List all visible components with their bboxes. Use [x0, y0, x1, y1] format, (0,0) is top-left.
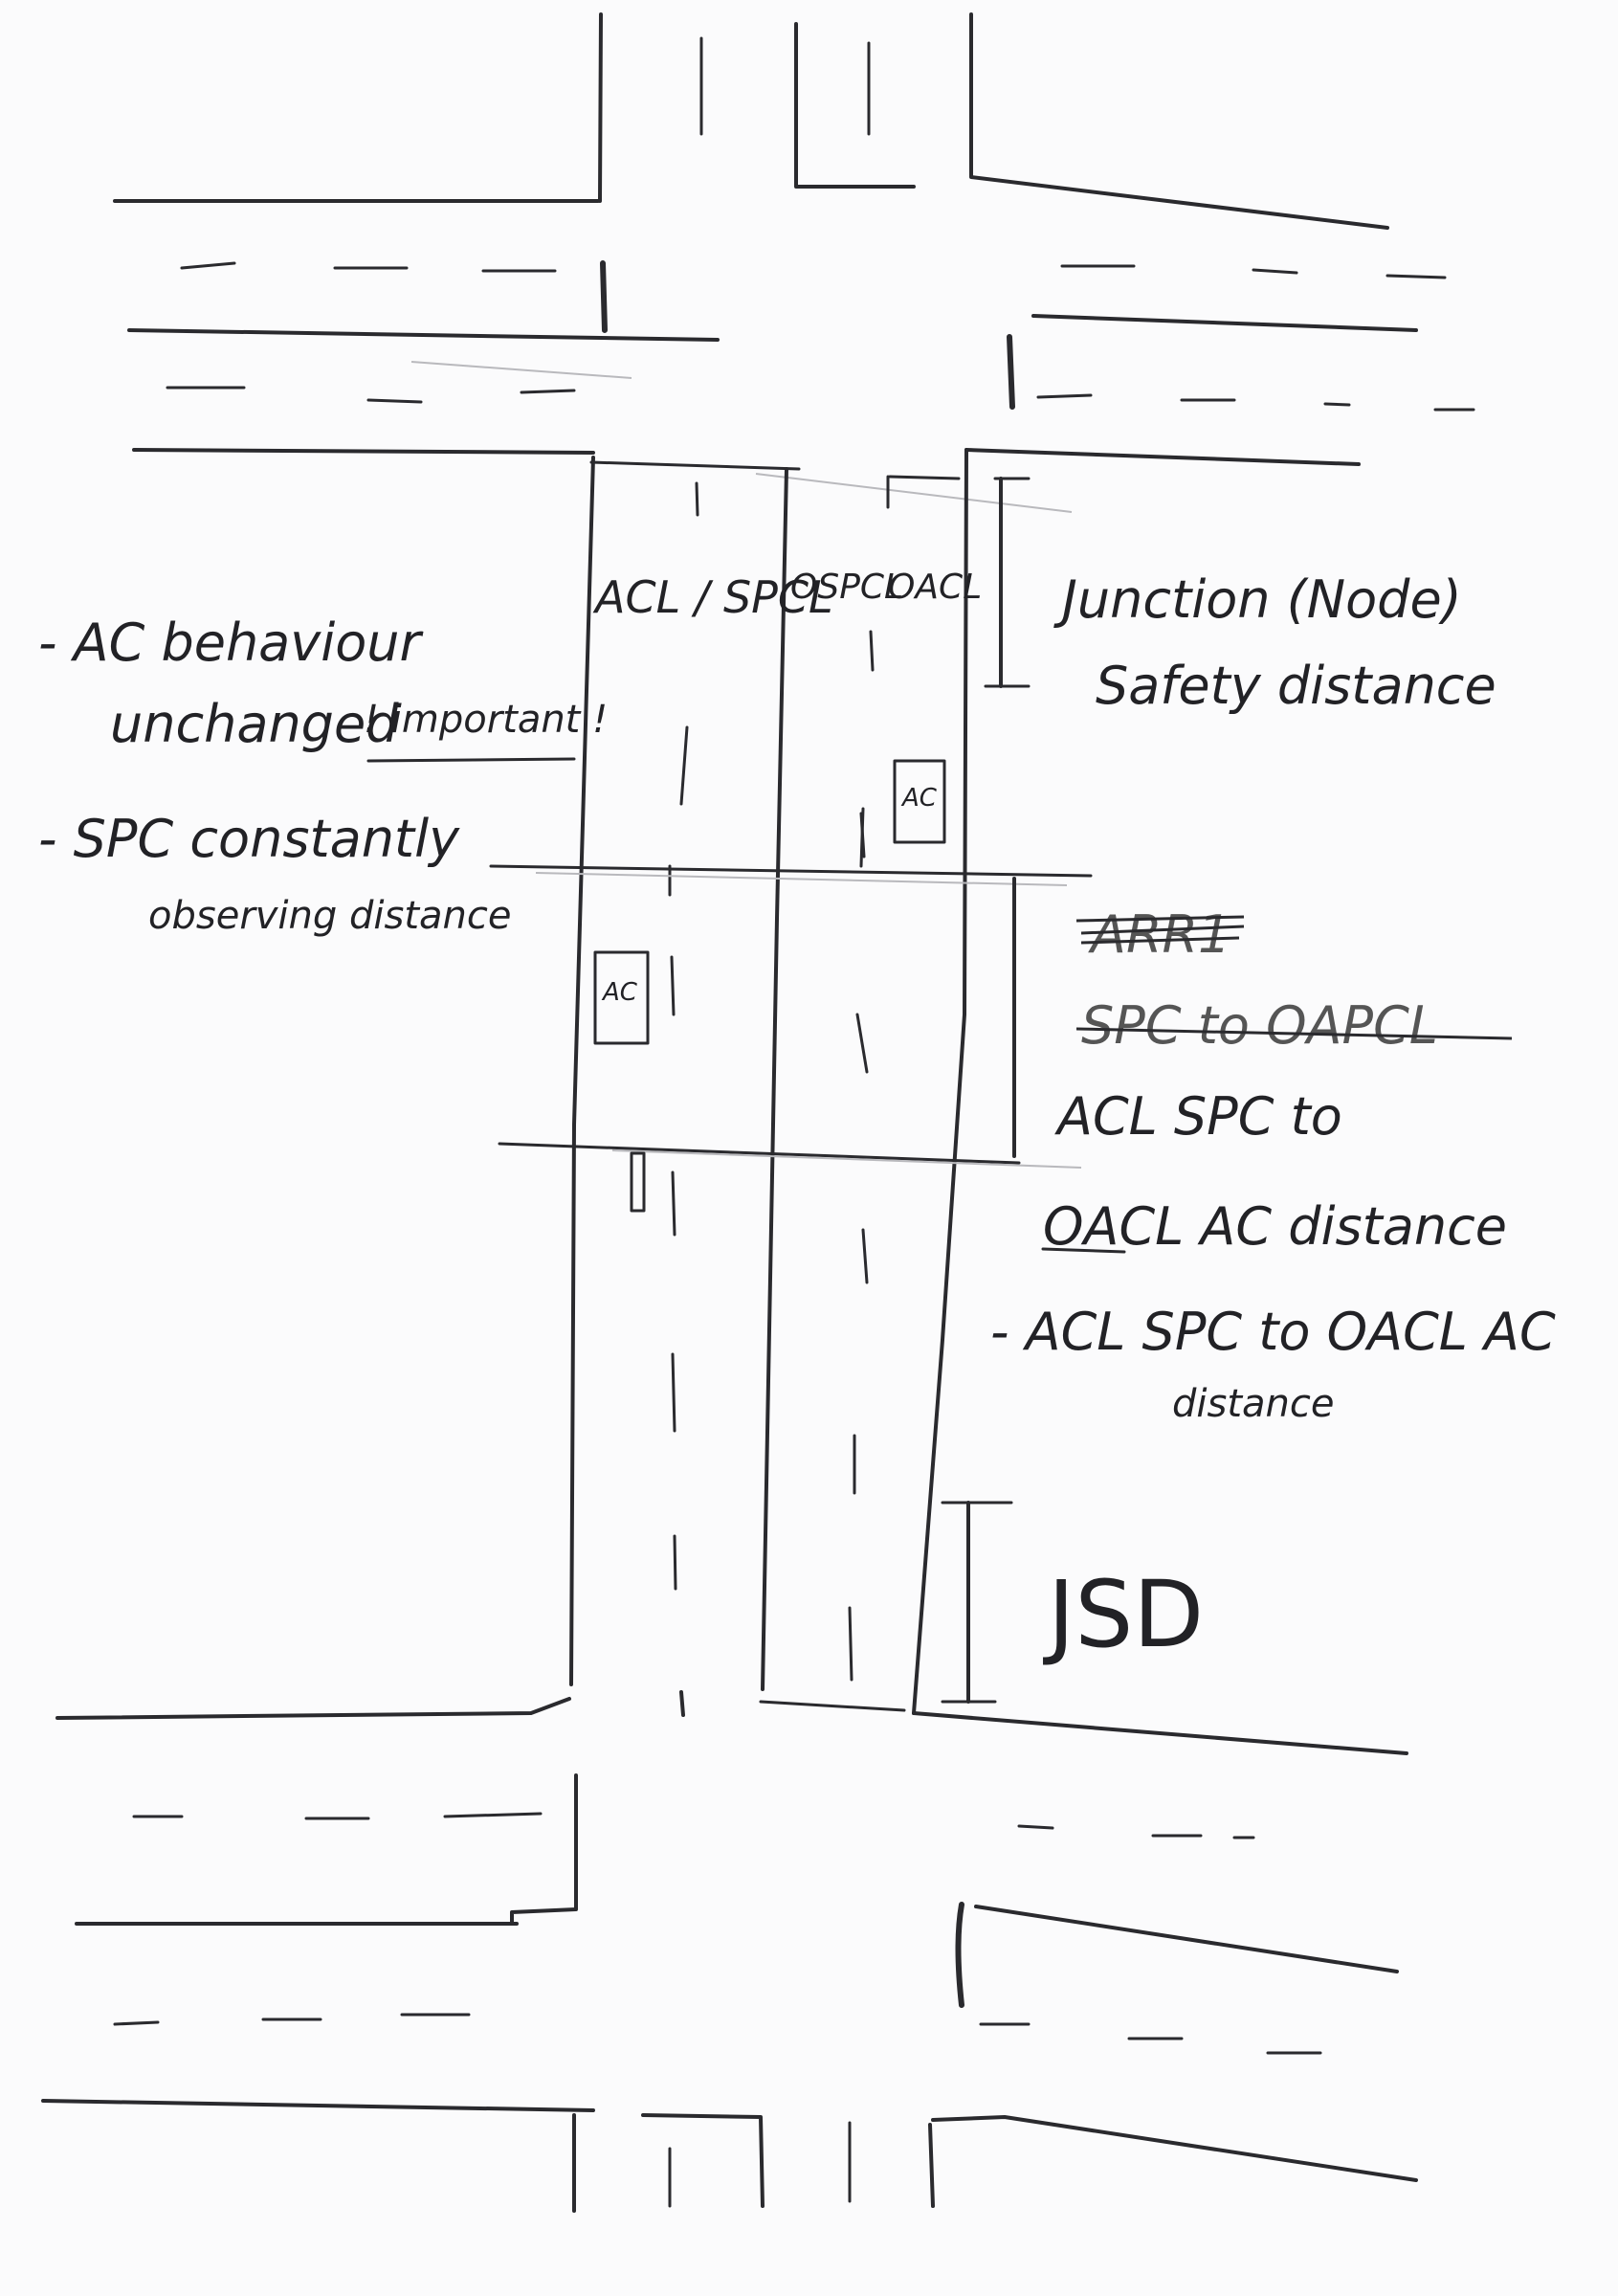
bottom-road-middle-edge: [643, 2115, 763, 2206]
bottom-horizontal-top-edge-right: [914, 1713, 1407, 1753]
acl-top-edge: [591, 462, 799, 469]
top-lane-dash: [521, 390, 574, 392]
jsd-bracket: [942, 1503, 1011, 1702]
bottom-road-right-edge: [930, 2125, 933, 2206]
spc-vehicle-box: [632, 1153, 644, 1211]
jsd-label: JSD: [1043, 1561, 1204, 1668]
road-left-edge: [571, 457, 593, 1684]
faint-guide: [411, 362, 632, 378]
crossed-out-spc-to-oapcl: SPC to OAPCL: [1081, 995, 1438, 1056]
top-lane-dash: [1038, 395, 1091, 397]
top-horizontal-middle-edge-left: [129, 330, 718, 340]
top-horizontal-middle-edge-right: [1033, 316, 1416, 330]
note-spc-constantly: - SPC constantly: [38, 809, 460, 869]
top-junction: [115, 14, 1474, 512]
bottom-horizontal-top-edge-left: [57, 1699, 569, 1718]
bottom-left-corner: [512, 1775, 576, 1924]
note-unchanged: unchanged: [110, 694, 399, 754]
bottom-horizontal-bottom-edge-right: [933, 2117, 1416, 2180]
lane-dash: [857, 1014, 867, 1072]
note-acl-spc-to-oacl-ac: - ACL SPC to OACL AC: [990, 1302, 1556, 1362]
traffic-light-marker: [959, 1905, 963, 2005]
top-horizontal-bottom-edge-right: [966, 450, 1359, 464]
lane-dash: [871, 632, 873, 670]
lane-dash: [672, 957, 674, 1014]
lane-dash: [863, 1230, 867, 1282]
note-junction-node: Junction (Node): [1053, 569, 1462, 630]
bottom-horizontal-bottom-edge-left: [43, 2101, 593, 2110]
bottom-horizontal-middle-edge-right: [976, 1906, 1397, 1972]
top-road-middle-edge: [796, 24, 914, 187]
lane-dash: [675, 1536, 676, 1589]
oacl-vehicle: AC: [861, 761, 944, 866]
top-horizontal-bottom-edge-left: [134, 450, 593, 453]
traffic-light-marker: [603, 263, 605, 330]
top-road-right-edge: [971, 14, 1387, 228]
lane-dash: [681, 727, 687, 804]
top-lane-dash: [1325, 404, 1349, 405]
important-underline: [368, 759, 574, 761]
bottom-lane-dash: [115, 2022, 158, 2024]
road-bottom-join: [761, 1702, 904, 1710]
road-right-edge: [914, 450, 966, 1713]
lane-dash: [850, 1608, 852, 1680]
note-distance: distance: [1172, 1382, 1335, 1426]
note-acl-spc-to: ACL SPC to: [1054, 1086, 1342, 1147]
top-lane-dash: [182, 263, 234, 268]
top-lane-dash: [368, 400, 421, 402]
lane-dash: [697, 483, 698, 515]
top-lane-dash: [1253, 270, 1297, 273]
note-important: ! important !: [364, 698, 608, 742]
lane-label-oacl: OACL: [888, 568, 982, 607]
bottom-lane-dash: [445, 1814, 541, 1817]
lane-dash: [673, 1172, 675, 1235]
acl-vehicle: AC: [595, 952, 648, 1211]
lane-dash: [673, 1354, 675, 1431]
acl-vehicle-label: AC: [601, 978, 638, 1007]
note-safety-distance: Safety distance: [1096, 656, 1496, 716]
crossed-out-arr1: ARR1: [1088, 904, 1230, 965]
bottom-junction: [43, 1699, 1416, 2211]
oacl-top-edge: [890, 477, 959, 479]
note-ac-behaviour: - AC behaviour: [38, 613, 423, 673]
note-oacl-ac-distance: OACL AC distance: [1043, 1196, 1507, 1257]
crossed-out-notes: ARR1 SPC to OAPCL: [1076, 904, 1512, 1056]
top-lane-dash: [1387, 276, 1445, 278]
bottom-lane-dash: [1019, 1826, 1053, 1828]
oacl-vehicle-label: AC: [900, 784, 938, 813]
segment-boundary-bottom: [499, 1144, 1019, 1163]
lane-dash: [681, 1692, 683, 1715]
lane-label-ospcl: OSPCL: [790, 568, 903, 607]
traffic-light-marker: [1009, 337, 1012, 407]
junction-safety-bracket: [986, 479, 1029, 686]
faint-guide: [612, 1150, 1081, 1168]
top-road-left-edge: [600, 14, 601, 201]
note-observing-distance: observing distance: [148, 894, 512, 938]
road-centre-divider: [763, 469, 787, 1689]
